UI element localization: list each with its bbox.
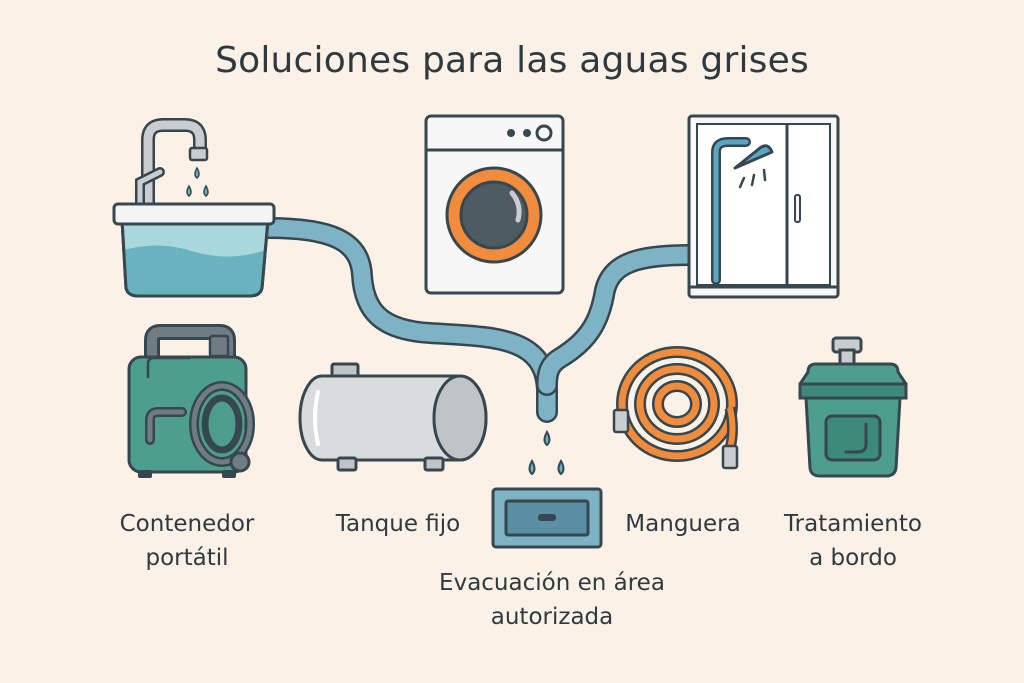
page-title: Soluciones para las aguas grises <box>215 40 809 81</box>
drain-icon <box>491 429 603 549</box>
washing-machine-icon <box>424 114 565 295</box>
fixed-tank-label: Tanque fijo <box>335 511 461 537</box>
fixed-tank-icon <box>298 362 488 472</box>
portable-container-label: Contenedor portátil <box>119 511 255 571</box>
disposal-label: Evacuación en área autorizada <box>439 570 665 630</box>
shower-icon <box>687 114 840 299</box>
pipe-network <box>257 217 701 423</box>
hose-label: Manguera <box>625 511 741 537</box>
sink-icon <box>112 118 276 298</box>
onboard-treatment-label: Tratamiento a bordo <box>784 511 922 571</box>
treatment-unit-icon <box>798 336 908 478</box>
portable-container-icon <box>127 324 255 478</box>
hose-icon <box>612 346 739 470</box>
